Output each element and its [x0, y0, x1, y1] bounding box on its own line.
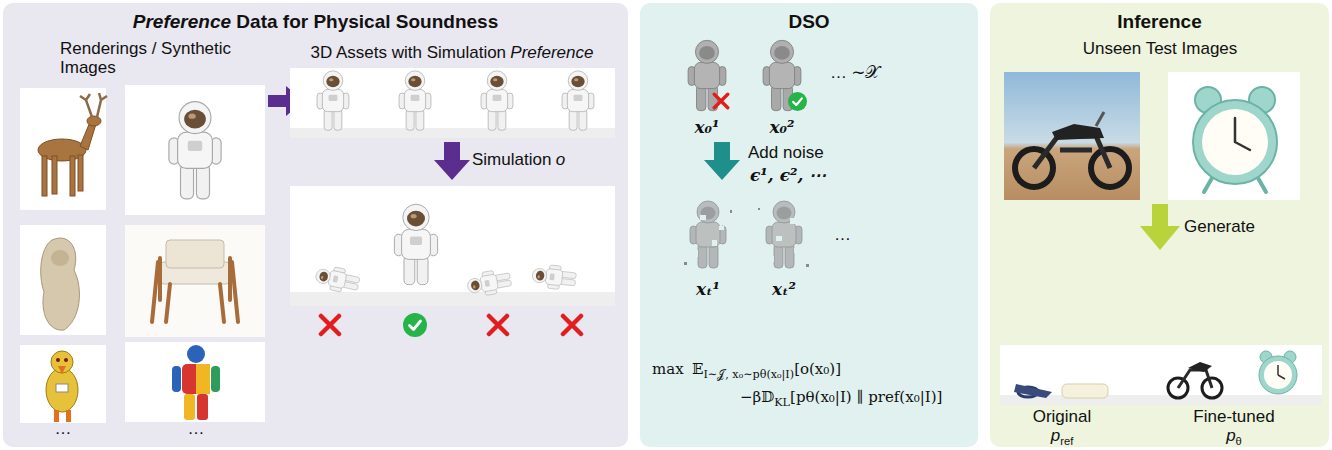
label-row: max	[652, 360, 684, 378]
label-row: …	[834, 226, 851, 245]
panel-title-row: PreferenceData for Physical Soundness	[3, 11, 628, 33]
label-text: 3D Assets with Simulation	[310, 43, 506, 62]
label-text: o	[556, 150, 565, 169]
label-text: [o(x₀)]	[794, 360, 841, 378]
label-text: Original	[1033, 407, 1092, 426]
label-text: p	[1226, 426, 1235, 445]
panel-title-row: DSO	[640, 11, 978, 33]
panel-title-row: Inference	[990, 11, 1329, 33]
label-row: …	[188, 420, 205, 439]
label-text: Preference	[510, 43, 593, 62]
label-text: Simulation	[472, 150, 551, 169]
label-text: Generate	[1184, 217, 1255, 236]
label-row: Unseen Test Images	[1083, 40, 1238, 59]
label-text: x₀²	[769, 117, 794, 137]
label-text: Renderings / Synthetic Images	[60, 39, 231, 77]
label-row: Fine-tuned	[1193, 408, 1274, 427]
label-row: …∼𝒳	[830, 64, 881, 83]
label-text: θ	[1236, 435, 1242, 447]
label-text: …	[834, 225, 851, 244]
label-row: Renderings / Synthetic Images	[60, 40, 260, 77]
label-text: −β𝔻	[740, 388, 774, 406]
label-text: Fine-tuned	[1193, 407, 1274, 426]
label-text: …	[830, 63, 847, 82]
panel: DSO	[640, 3, 978, 447]
label-row: Add noise	[748, 144, 824, 163]
label-row: pθ	[1226, 427, 1242, 447]
panel: Inference	[990, 3, 1329, 447]
label-row: Generate	[1184, 218, 1255, 237]
label-row: pref	[1051, 427, 1074, 447]
label-text: p	[1051, 426, 1060, 445]
label-row: x₀²	[769, 118, 794, 137]
label-text: Add noise	[748, 143, 824, 162]
label-row: 3D Assets with SimulationPreference	[310, 44, 593, 63]
label-text: ϵ¹, ϵ², ⋯	[750, 165, 826, 185]
panel-title: DSO	[788, 11, 829, 32]
label-row: Original	[1033, 408, 1092, 427]
label-text: …	[55, 419, 72, 438]
label-row: xₜ¹	[696, 280, 720, 299]
label-text: KL	[774, 396, 790, 409]
label-text: ref	[1060, 435, 1073, 447]
label-text: …	[188, 419, 205, 438]
label-text: max	[652, 360, 684, 378]
panel-title: Data for Physical Soundness	[236, 11, 498, 32]
label-text: [pθ(x₀|I) ∥ pref(x₀|I)]	[790, 388, 942, 406]
label-row: Simulation o	[472, 151, 565, 170]
label-row: −β𝔻KL[pθ(x₀|I) ∥ pref(x₀|I)]	[740, 388, 942, 409]
label-text: Unseen Test Images	[1083, 39, 1238, 58]
label-row: 𝔼I∼𝒥, x₀∼pθ(x₀|I)[o(x₀)]	[692, 360, 841, 381]
label-text: ∼𝒳	[851, 63, 880, 82]
label-row: xₜ²	[772, 280, 796, 299]
label-text: x₀¹	[694, 117, 719, 137]
label-row: x₀¹	[694, 118, 719, 137]
label-text: I∼𝒥, x₀∼pθ(x₀|I)	[703, 368, 794, 381]
label-text: xₜ¹	[696, 279, 720, 299]
panel-title: Preference	[133, 11, 231, 32]
label-text: xₜ²	[772, 279, 796, 299]
panel-title: Inference	[1117, 11, 1201, 32]
label-text: 𝔼	[692, 360, 703, 378]
label-row: ϵ¹, ϵ², ⋯	[750, 166, 826, 185]
label-row: …	[55, 420, 72, 439]
